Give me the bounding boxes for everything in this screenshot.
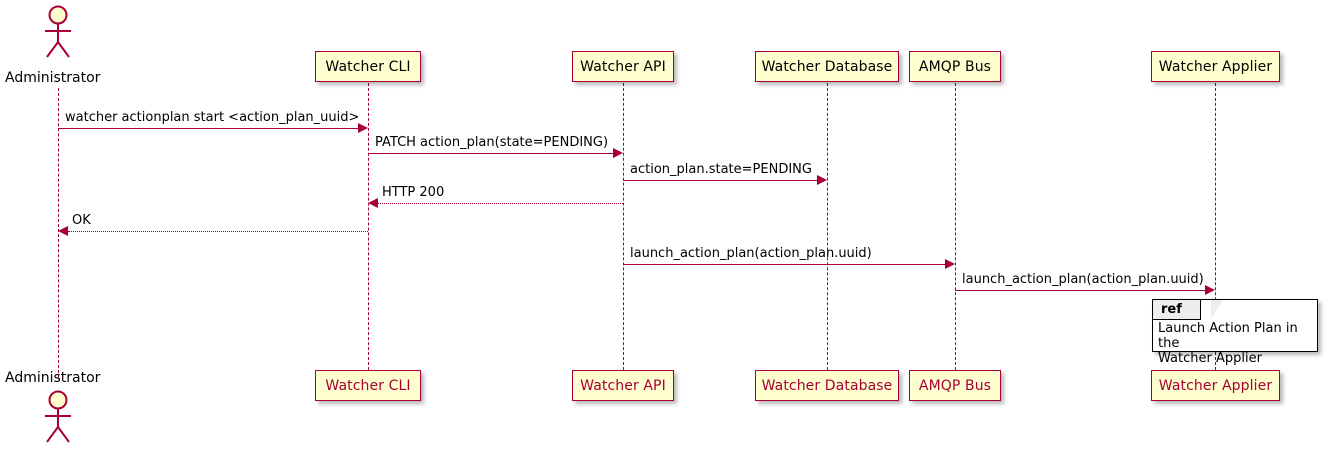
participant-label-watcher-cli-bottom: Watcher CLI	[325, 377, 411, 394]
arrowhead-left-icon	[368, 198, 378, 208]
message-label: launch_action_plan(action_plan.uuid)	[630, 246, 872, 261]
arrowhead-right-icon	[1205, 285, 1215, 295]
participant-box-watcher-applier-bottom[interactable]: Watcher Applier	[1151, 370, 1280, 401]
arrowhead-left-icon	[58, 226, 68, 236]
participant-label-watcher-applier-bottom: Watcher Applier	[1158, 377, 1273, 394]
message-line	[58, 128, 358, 129]
participant-box-watcher-cli-top[interactable]: Watcher CLI	[315, 51, 421, 82]
arrowhead-right-icon	[817, 175, 827, 185]
actor-label-administrator-top: Administrator	[5, 70, 101, 86]
message-label: PATCH action_plan(state=PENDING)	[375, 135, 609, 150]
lifeline-watcher-api	[623, 83, 624, 370]
participant-box-watcher-api-bottom[interactable]: Watcher API	[572, 370, 674, 401]
participant-label-watcher-database-bottom: Watcher Database	[761, 377, 893, 394]
ref-fragment-tab-label: ref	[1161, 302, 1182, 317]
arrowhead-right-icon	[613, 148, 623, 158]
actor-label-administrator-bottom: Administrator	[5, 370, 101, 386]
message-line	[378, 203, 623, 204]
lifeline-amqp-bus	[955, 83, 956, 370]
participant-label-amqp-bus-top: AMQP Bus	[918, 58, 992, 75]
message-line	[623, 264, 945, 265]
lifeline-watcher-database	[827, 83, 828, 370]
message-label: launch_action_plan(action_plan.uuid)	[962, 272, 1204, 287]
participant-label-amqp-bus-bottom: AMQP Bus	[918, 377, 992, 394]
arrowhead-right-icon	[945, 259, 955, 269]
actor-administrator-top	[38, 5, 78, 61]
participant-box-watcher-database-bottom[interactable]: Watcher Database	[755, 370, 899, 401]
message-line	[368, 153, 613, 154]
participant-label-watcher-applier-top: Watcher Applier	[1158, 58, 1273, 75]
participant-box-watcher-database-top[interactable]: Watcher Database	[755, 51, 899, 82]
message-label: HTTP 200	[382, 185, 445, 200]
participant-box-watcher-api-top[interactable]: Watcher API	[572, 51, 674, 82]
message-line	[955, 290, 1205, 291]
lifeline-watcher-cli	[368, 83, 369, 370]
message-line	[68, 231, 368, 232]
ref-fragment-tab: ref	[1153, 300, 1201, 320]
actor-administrator-bottom	[38, 390, 78, 446]
message-label: action_plan.state=PENDING	[630, 162, 812, 177]
ref-fragment-launch-action-plan[interactable]: ref Launch Action Plan in the Watcher Ap…	[1152, 299, 1318, 366]
participant-label-watcher-api-top: Watcher API	[580, 58, 666, 75]
lifeline-watcher-applier	[1215, 83, 1216, 370]
participant-box-amqp-bus-bottom[interactable]: AMQP Bus	[909, 370, 1001, 401]
arrowhead-right-icon	[358, 123, 368, 133]
ref-fragment-body-text: Launch Action Plan in the Watcher Applie…	[1158, 321, 1298, 366]
ref-fragment-tab-corner	[1211, 300, 1223, 319]
participant-label-watcher-api-bottom: Watcher API	[580, 377, 666, 394]
participant-box-watcher-applier-top[interactable]: Watcher Applier	[1151, 51, 1280, 82]
message-label: watcher actionplan start <action_plan_uu…	[65, 110, 360, 125]
participant-box-watcher-cli-bottom[interactable]: Watcher CLI	[315, 370, 421, 401]
message-label: OK	[72, 213, 91, 228]
participant-label-watcher-cli-top: Watcher CLI	[325, 58, 411, 75]
participant-label-watcher-database-top: Watcher Database	[761, 58, 893, 75]
participant-box-amqp-bus-top[interactable]: AMQP Bus	[909, 51, 1001, 82]
message-line	[623, 180, 817, 181]
